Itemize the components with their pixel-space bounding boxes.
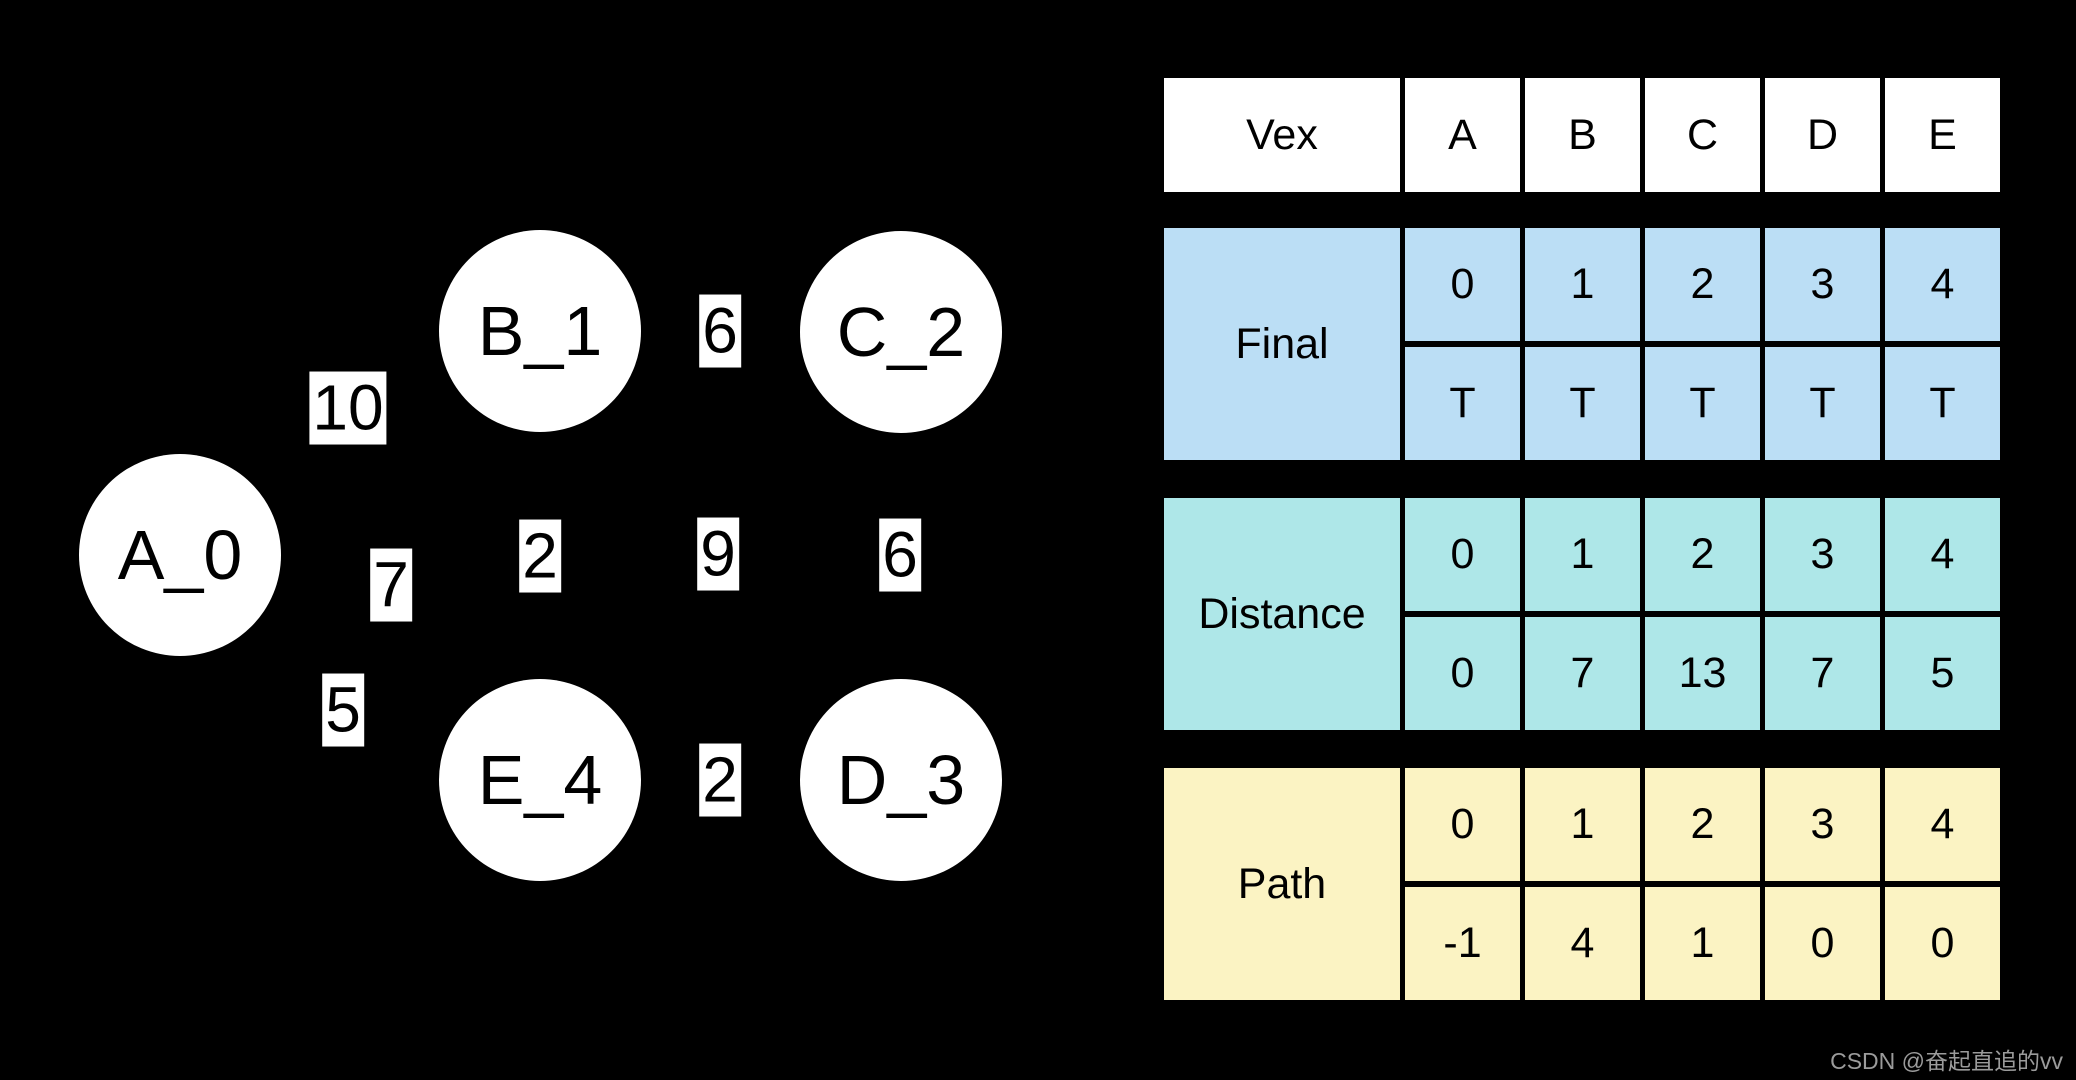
path-index-cell: 2 xyxy=(1645,768,1760,881)
path-value-cell: 1 xyxy=(1645,887,1760,1000)
vex-col-a: A xyxy=(1405,78,1520,192)
graph-node-d3: D_3 xyxy=(800,679,1002,881)
edge-weight-label: 2 xyxy=(699,743,741,817)
vex-header-table: Vex A B C D E xyxy=(1164,78,2000,192)
final-index-cell: 1 xyxy=(1525,228,1640,341)
final-index-cell: 2 xyxy=(1645,228,1760,341)
distance-value-cell: 13 xyxy=(1645,617,1760,730)
path-index-cell: 0 xyxy=(1405,768,1520,881)
final-value-cell: T xyxy=(1765,347,1880,460)
node-label: A_0 xyxy=(117,516,243,594)
edge-weight-label: 2 xyxy=(519,519,561,593)
edge-weight-label: 7 xyxy=(370,548,412,622)
edge-weight-label: 5 xyxy=(322,673,364,747)
final-label-cell: Final xyxy=(1164,228,1400,460)
distance-index-cell: 2 xyxy=(1645,498,1760,611)
edge-weight-label: 6 xyxy=(879,518,921,592)
distance-label-cell: Distance xyxy=(1164,498,1400,730)
graph-node-b1: B_1 xyxy=(439,230,641,432)
graph-node-c2: C_2 xyxy=(800,231,1002,433)
node-label: B_1 xyxy=(477,292,603,370)
path-value-cell: 0 xyxy=(1765,887,1880,1000)
path-label-cell: Path xyxy=(1164,768,1400,1000)
vex-col-c: C xyxy=(1645,78,1760,192)
final-value-cell: T xyxy=(1885,347,2000,460)
distance-index-cell: 3 xyxy=(1765,498,1880,611)
path-value-cell: -1 xyxy=(1405,887,1520,1000)
path-index-cell: 3 xyxy=(1765,768,1880,881)
path-value-cell: 0 xyxy=(1885,887,2000,1000)
graph-node-e4: E_4 xyxy=(439,679,641,881)
edge-weight-label: 9 xyxy=(697,517,739,591)
node-label: C_2 xyxy=(836,293,966,371)
vex-header-cell: Vex xyxy=(1164,78,1400,192)
final-index-cell: 0 xyxy=(1405,228,1520,341)
distance-value-cell: 5 xyxy=(1885,617,2000,730)
node-label: E_4 xyxy=(477,741,603,819)
final-table: Final 0 1 2 3 4 T T T T T xyxy=(1164,228,2000,460)
final-value-cell: T xyxy=(1525,347,1640,460)
distance-value-cell: 7 xyxy=(1765,617,1880,730)
graph-node-a0: A_0 xyxy=(79,454,281,656)
final-value-cell: T xyxy=(1645,347,1760,460)
path-value-cell: 4 xyxy=(1525,887,1640,1000)
distance-index-cell: 0 xyxy=(1405,498,1520,611)
distance-index-cell: 4 xyxy=(1885,498,2000,611)
final-index-cell: 3 xyxy=(1765,228,1880,341)
distance-index-cell: 1 xyxy=(1525,498,1640,611)
edge-weight-label: 6 xyxy=(699,294,741,368)
csdn-watermark: CSDN @奋起直追的vv xyxy=(1830,1048,2063,1074)
final-index-cell: 4 xyxy=(1885,228,2000,341)
path-index-cell: 1 xyxy=(1525,768,1640,881)
final-value-cell: T xyxy=(1405,347,1520,460)
vex-col-b: B xyxy=(1525,78,1640,192)
vex-col-e: E xyxy=(1885,78,2000,192)
distance-table: Distance 0 1 2 3 4 0 7 13 7 5 xyxy=(1164,498,2000,730)
edge-weight-label: 10 xyxy=(309,371,387,445)
node-label: D_3 xyxy=(836,741,966,819)
path-table: Path 0 1 2 3 4 -1 4 1 0 0 xyxy=(1164,768,2000,1000)
distance-value-cell: 7 xyxy=(1525,617,1640,730)
vex-col-d: D xyxy=(1765,78,1880,192)
distance-value-cell: 0 xyxy=(1405,617,1520,730)
path-index-cell: 4 xyxy=(1885,768,2000,881)
